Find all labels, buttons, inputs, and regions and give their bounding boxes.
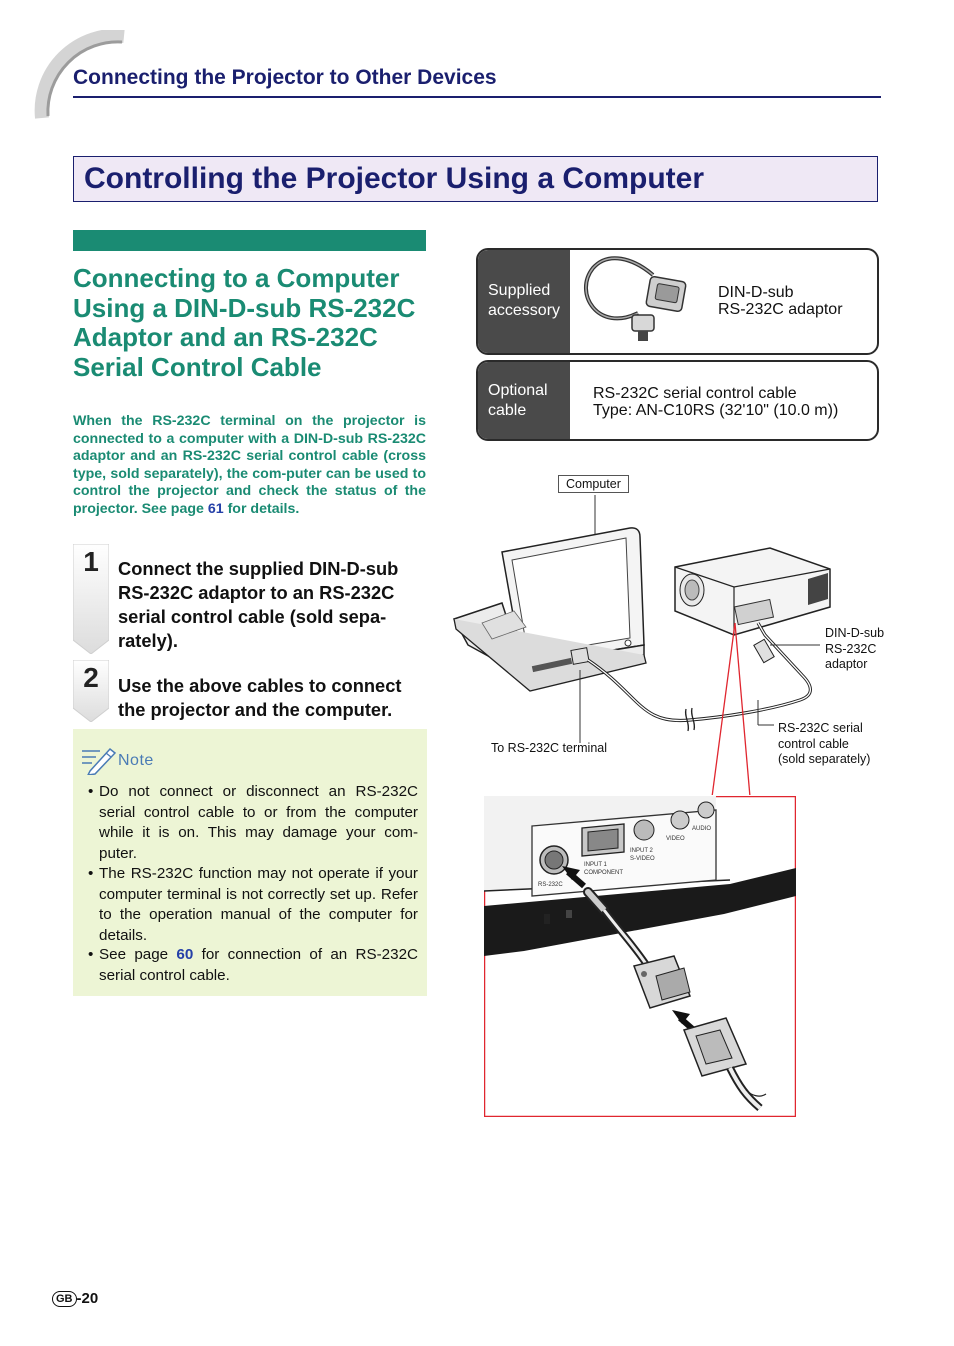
section-title: Connecting the Projector to Other Device…	[73, 66, 497, 89]
supplied-name-line: RS-232C adaptor	[718, 301, 843, 318]
heading-accent-bar	[73, 230, 426, 251]
see-suffix: for connection of an RS-232C serial cont…	[99, 946, 418, 984]
supplied-accessory-name: DIN-D-sub RS-232C adaptor	[718, 284, 843, 318]
note-item: • Do not connect or disconnect an RS-232…	[88, 782, 418, 864]
closeup-port-label: INPUT 2	[630, 848, 654, 854]
intro-text: When the RS-232C terminal on the project…	[73, 413, 426, 517]
optional-cable-box	[476, 360, 879, 441]
supplied-name-line: DIN-D-sub	[718, 284, 794, 301]
adaptor-label: DIN-D-sub RS-232C adaptor	[825, 626, 884, 673]
subsection-heading: Connecting to a Computer Using a DIN-D-s…	[73, 263, 416, 382]
page-title-box	[73, 156, 878, 202]
step-2-text: Use the above cables to connect the proj…	[118, 675, 402, 720]
cable-label-line: control cable	[778, 736, 849, 751]
note-pencil-icon	[82, 747, 117, 775]
page-title: Controlling the Projector Using a Comput…	[84, 162, 705, 195]
supplied-accessory-side	[478, 250, 570, 353]
bullet: •	[88, 783, 94, 800]
optional-label-line: Optional	[488, 382, 548, 399]
bullet: •	[88, 946, 94, 963]
terminal-label: To RS-232C terminal	[491, 741, 608, 755]
supplied-label-line: Supplied	[488, 282, 551, 299]
note-item: • The RS-232C function may not operate i…	[88, 864, 418, 946]
note-item-text: See page 60 for connection of an RS-232C…	[99, 945, 418, 986]
note-label: Note	[118, 752, 154, 769]
adaptor-label-line: RS-232C	[825, 641, 877, 656]
note-item-text: Do not connect or disconnect an RS-232C …	[99, 783, 418, 862]
cable-label-line: RS-232C serial	[778, 721, 863, 735]
optional-cable-name: RS-232C serial control cable Type: AN-C1…	[593, 385, 838, 419]
optional-label-line: cable	[488, 402, 527, 419]
optional-label: Optional cable	[488, 381, 548, 421]
supplied-label-line: accessory	[488, 302, 561, 319]
connection-diagram	[452, 495, 831, 795]
region-badge: GB	[52, 1291, 77, 1307]
note-item: • See page 60 for connection of an RS-23…	[88, 945, 418, 986]
closeup-port-label: RS-232C	[538, 882, 563, 888]
step-1-tab	[73, 544, 109, 654]
page-corner-decoration	[34, 30, 125, 119]
adaptor-label-line: DIN-D-sub	[825, 626, 885, 640]
closeup-port-label: COMPONENT	[584, 870, 623, 876]
closeup-port-label: AUDIO	[692, 826, 711, 832]
page-number: GB-20	[52, 1290, 98, 1307]
step-1-text: Connect the supplied DIN-D-sub RS-232C a…	[118, 558, 399, 651]
cable-label: RS-232C serial control cable (sold separ…	[778, 721, 870, 768]
computer-label: Computer	[558, 475, 629, 493]
closeup-port-label: INPUT 1	[584, 862, 608, 868]
supplied-label: Supplied accessory	[488, 281, 560, 321]
step-2-number: 2	[83, 662, 99, 693]
intro-tail: for details.	[227, 500, 300, 517]
page-reference-link[interactable]: 61	[207, 500, 224, 517]
optional-cable-side	[478, 362, 570, 439]
step-2-tab	[73, 660, 109, 722]
see-prefix: See page	[99, 946, 169, 963]
note-item-text: The RS-232C function may not operate if …	[99, 865, 418, 944]
section-divider	[73, 96, 881, 98]
closeup-port-label: S-VIDEO	[630, 856, 655, 862]
adaptor-label-line: adaptor	[825, 657, 868, 671]
intro-paragraph: When the RS-232C terminal on the project…	[73, 413, 426, 519]
note-box	[73, 729, 427, 996]
cable-label-line: (sold separately)	[778, 752, 871, 766]
page-reference-link[interactable]: 60	[176, 946, 194, 963]
optional-name-line: RS-232C serial control cable	[593, 385, 797, 402]
page-number-value: -20	[76, 1290, 99, 1307]
optional-name-line: Type: AN-C10RS (32'10" (10.0 m))	[593, 402, 839, 419]
bullet: •	[88, 865, 94, 882]
closeup-port-label: VIDEO	[666, 836, 685, 842]
rs232c-closeup: RS-232C INPUT 1 COMPONENT INPUT 2 S-VIDE…	[484, 796, 796, 1117]
step-1-number: 1	[83, 546, 99, 577]
adaptor-image	[583, 256, 687, 341]
